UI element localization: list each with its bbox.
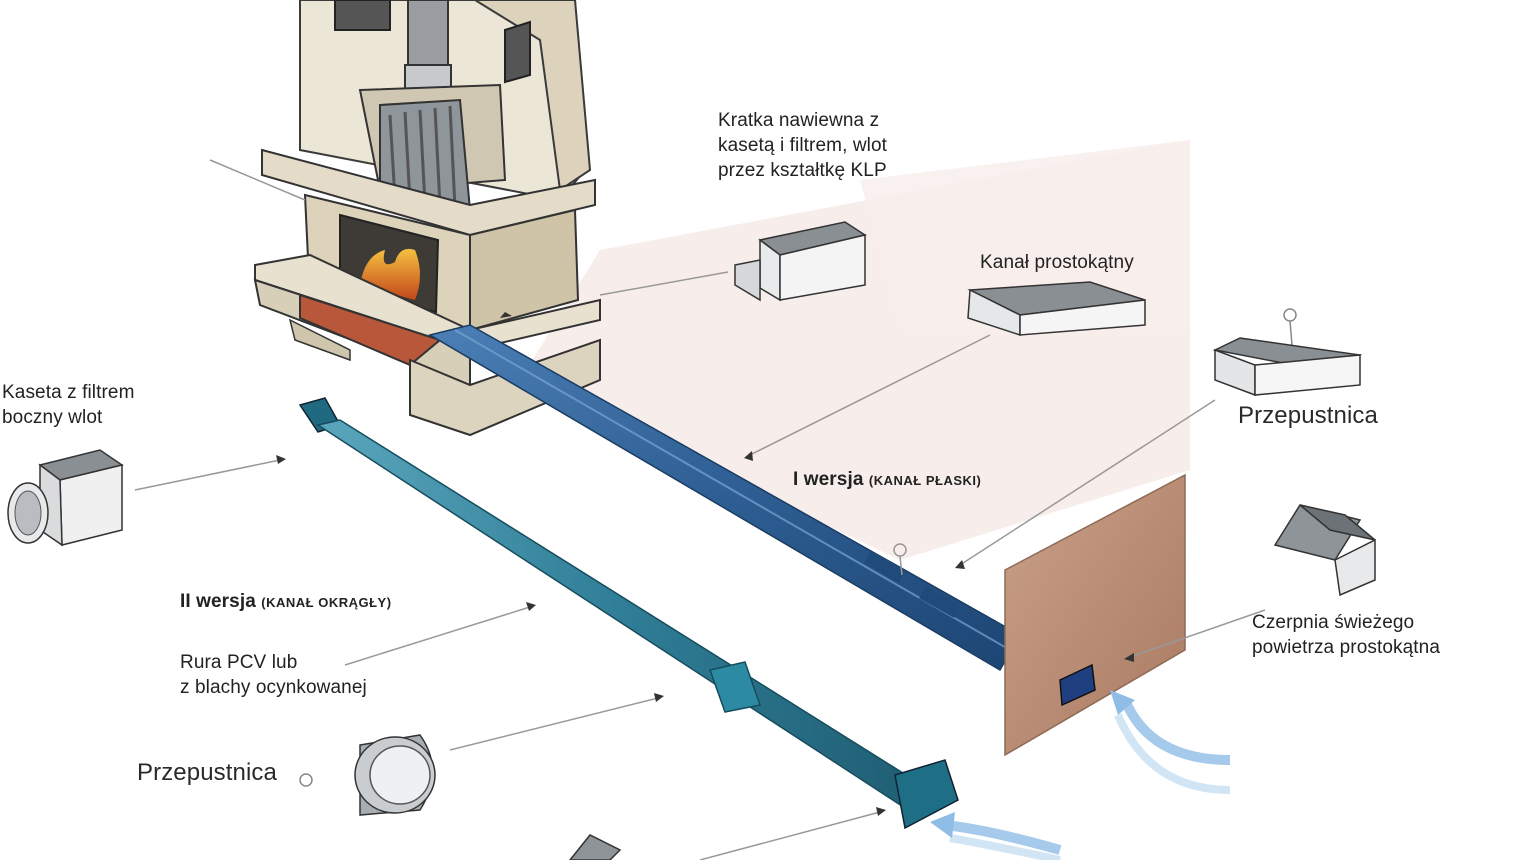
label-wersja-1-sub: (KANAŁ PŁASKI) — [868, 473, 982, 488]
label-kanal-prostokatny: Kanał prostokątny — [980, 252, 1134, 273]
label-kaseta-z-filtrem: Kaseta z filtrem boczny wlot — [2, 380, 135, 430]
label-wersja-2-sub: (KANAŁ OKRĄGŁY) — [261, 595, 392, 610]
filter-cassette-side-inlet — [7, 449, 124, 547]
label-wersja-1-main: I wersja — [793, 469, 864, 490]
label-kratka-nawiewna: Kratka nawiewna z kasetą i filtrem, wlot… — [718, 108, 887, 183]
label-czerpnia: Czerpnia świeżego powietrza prostokątna — [1252, 610, 1440, 660]
label-kratka-line3: przez kształtkę KLP — [718, 160, 887, 181]
small-intake-bottom — [568, 834, 622, 861]
round-duct — [298, 397, 959, 830]
label-wersja-2: II wersja (KANAŁ OKRĄGŁY) — [180, 589, 392, 615]
label-przepustnica-bottom: Przepustnica — [137, 759, 277, 786]
label-rura-line1: Rura PCV lub — [180, 652, 298, 673]
label-kaseta-line2: boczny wlot — [2, 407, 103, 428]
label-wersja-2-main: II wersja — [180, 591, 256, 612]
outer-wall — [1004, 473, 1186, 757]
label-rura-pcv: Rura PCV lub z blachy ocynkowanej — [180, 650, 367, 700]
fresh-air-intake-rectangular — [1273, 504, 1376, 597]
label-przepustnica-top: Przepustnica — [1238, 402, 1378, 429]
label-kaseta-line1: Kaseta z filtrem — [2, 382, 135, 403]
fireplace — [253, 0, 601, 437]
label-kratka-line2: kasetą i filtrem, wlot — [718, 135, 888, 156]
label-rura-line2: z blachy ocynkowanej — [180, 677, 367, 698]
leader-lines — [134, 159, 1266, 861]
damper-rectangular — [1212, 308, 1363, 397]
label-wersja-1: I wersja (KANAŁ PŁASKI) — [793, 467, 981, 493]
label-kratka-line1: Kratka nawiewna z — [718, 110, 880, 131]
floor-shading — [520, 140, 1190, 560]
damper-round — [299, 734, 436, 816]
rectangular-duct — [967, 281, 1146, 337]
grille-cassette-klp — [734, 221, 867, 302]
label-czerpnia-line2: powietrza prostokątna — [1252, 637, 1440, 658]
label-czerpnia-line1: Czerpnia świeżego — [1252, 612, 1415, 633]
airflow-arrows — [930, 690, 1231, 864]
